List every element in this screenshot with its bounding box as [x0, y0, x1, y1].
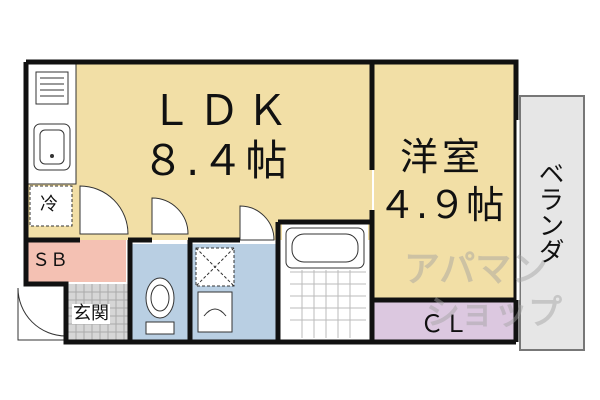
- storage-sb: [26, 240, 126, 282]
- stove-icon: [35, 71, 69, 105]
- bathroom: [282, 224, 368, 340]
- closet-cl: [374, 302, 516, 340]
- washbasin-icon: [197, 291, 233, 333]
- door-arc-1: [79, 185, 129, 235]
- door-arc-3: [239, 205, 275, 241]
- sink-icon: [33, 123, 71, 171]
- walls: [23, 59, 519, 345]
- entrance-area: [68, 284, 128, 340]
- washing-machine-icon: [195, 247, 235, 287]
- fridge-space: [29, 185, 73, 227]
- ldk-floor: [26, 62, 372, 240]
- veranda-area: [519, 95, 585, 351]
- western-room-floor: [374, 62, 516, 302]
- door-arc-2: [151, 197, 189, 235]
- toilet-icon: [145, 277, 175, 335]
- front-door-arc: [17, 288, 66, 341]
